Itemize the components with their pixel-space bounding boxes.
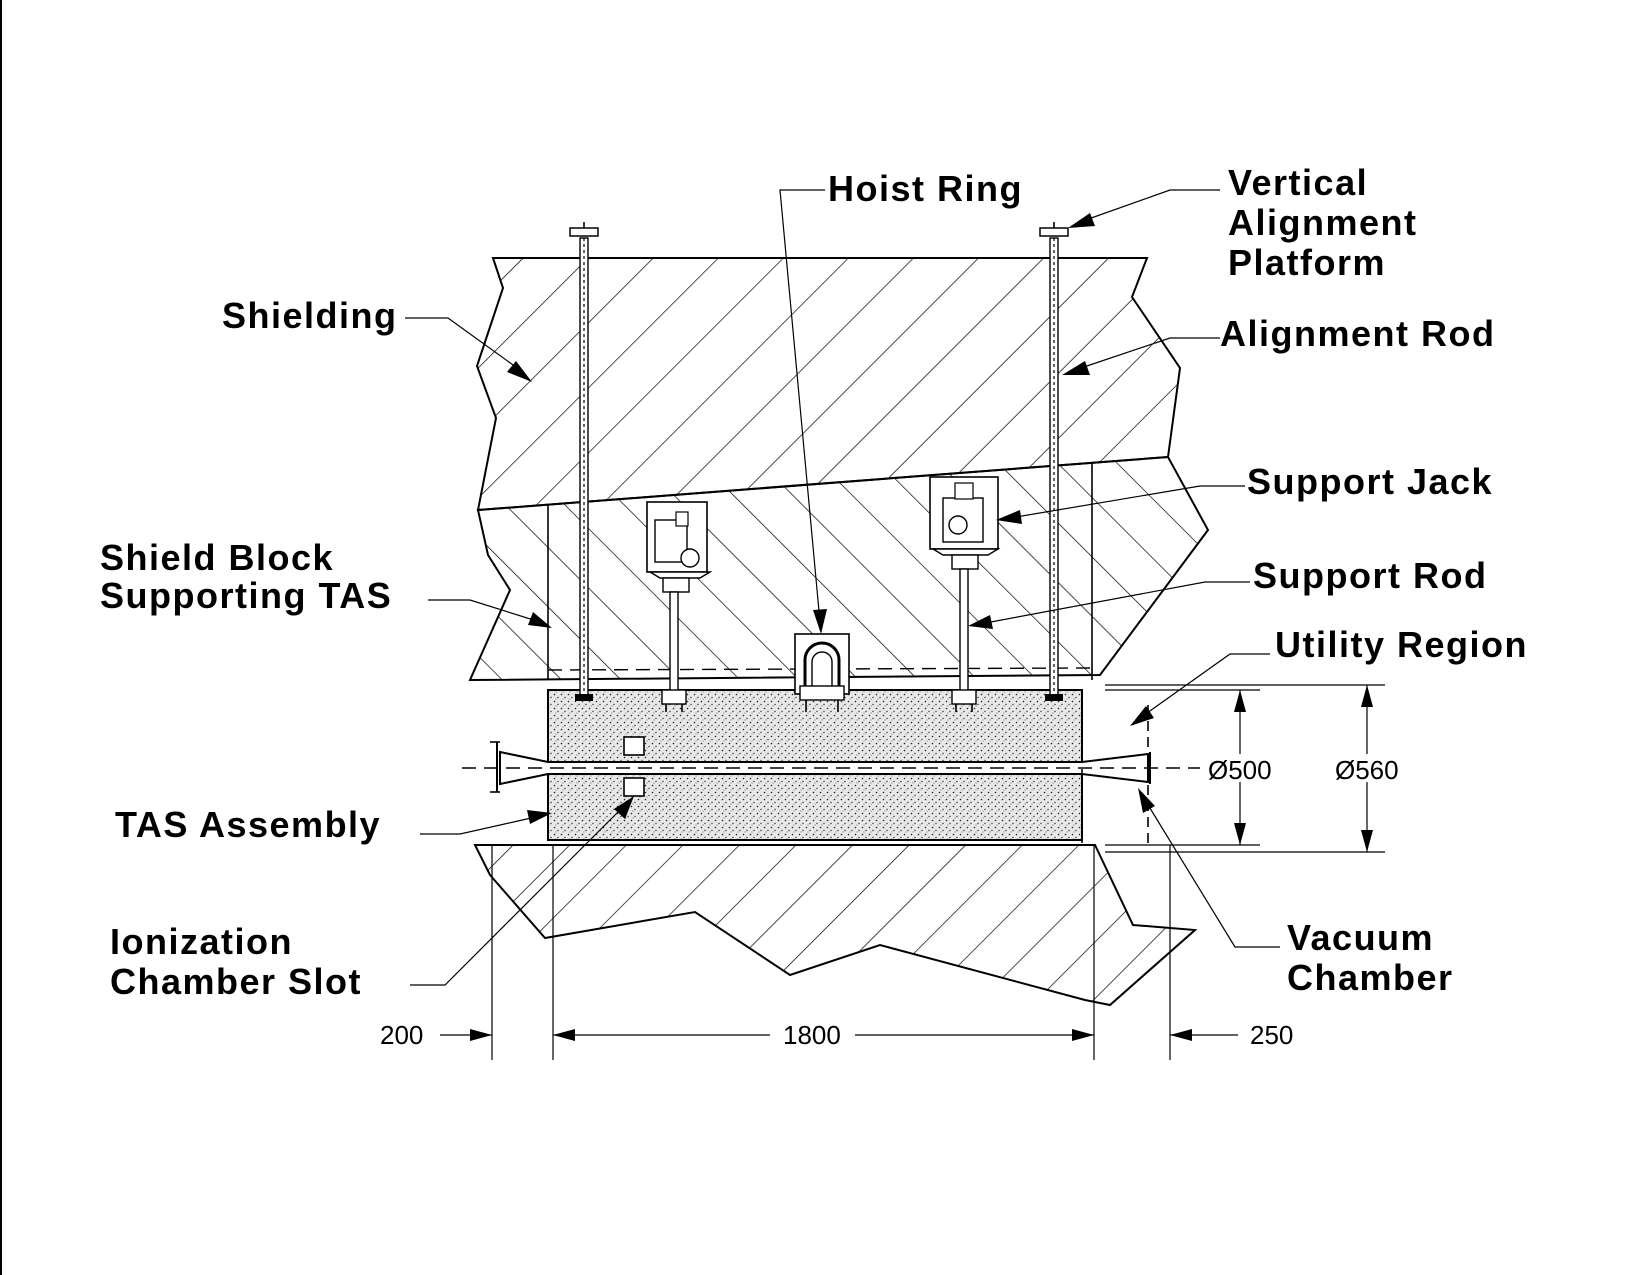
vacuum-chamber-line1: Vacuum xyxy=(1287,917,1434,958)
shield-block-line2: Supporting TAS xyxy=(100,575,392,616)
ionization-chamber-slot-line2: Chamber Slot xyxy=(110,961,362,1002)
shielding-lower xyxy=(473,844,1198,1007)
shielding-label: Shielding xyxy=(222,295,398,336)
alignment-rod-label: Alignment Rod xyxy=(1220,313,1495,354)
ionization-slot-upper xyxy=(623,736,645,756)
support-jack-left xyxy=(646,501,713,593)
hoist-ring xyxy=(794,633,850,712)
vacuum-chamber-line2: Chamber xyxy=(1287,957,1454,998)
left-gap-dimension: 200 xyxy=(380,1020,423,1050)
hoist-ring-label: Hoist Ring xyxy=(828,168,1023,209)
support-jack-label: Support Jack xyxy=(1247,461,1493,502)
right-gap-dimension: 250 xyxy=(1250,1020,1293,1050)
support-rod-right xyxy=(951,568,977,712)
inner-diameter-label: Ø500 xyxy=(1208,755,1272,785)
diameter-dimensions xyxy=(1105,684,1385,853)
vertical-alignment-platform-line2: Alignment xyxy=(1228,202,1418,243)
outer-diameter-label: Ø560 xyxy=(1335,755,1399,785)
support-rod-label: Support Rod xyxy=(1253,555,1487,596)
utility-region-label: Utility Region xyxy=(1275,624,1528,665)
block-length-dimension: 1800 xyxy=(783,1020,841,1050)
leader-lines xyxy=(405,189,1280,986)
vertical-alignment-platform-line1: Vertical xyxy=(1228,162,1368,203)
support-rod-left xyxy=(661,591,687,712)
ionization-chamber-slot-line1: Ionization xyxy=(110,921,293,962)
alignment-rod-right xyxy=(1039,222,1069,701)
horizontal-dimensions xyxy=(440,845,1238,1060)
vacuum-chamber xyxy=(462,705,1200,845)
vertical-alignment-platform-line3: Platform xyxy=(1228,242,1386,283)
alignment-rod-left xyxy=(569,222,599,701)
ionization-slot-lower xyxy=(623,777,645,797)
shield-block-line1: Shield Block xyxy=(100,537,334,578)
tas-assembly-label: TAS Assembly xyxy=(115,804,381,845)
